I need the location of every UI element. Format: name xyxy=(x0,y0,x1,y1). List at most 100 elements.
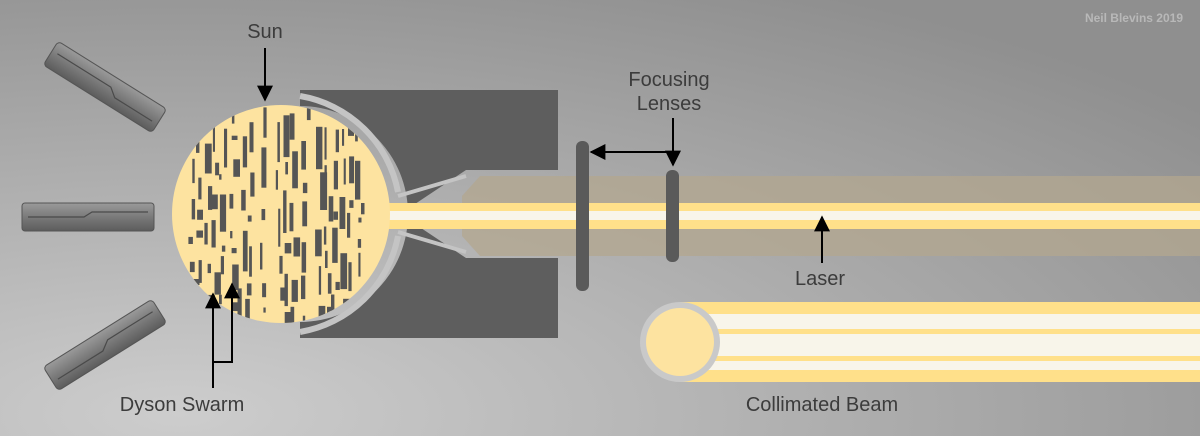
swarm-satellite xyxy=(211,220,216,248)
swarm-satellite xyxy=(324,127,327,160)
swarm-satellite xyxy=(318,305,326,322)
swarm-satellite xyxy=(250,172,255,197)
laser-beam-center xyxy=(386,211,1200,220)
swarm-satellite xyxy=(219,174,222,180)
swarm-satellite xyxy=(285,162,288,175)
collector-housing xyxy=(300,90,558,338)
swarm-satellite xyxy=(214,272,221,295)
swarm-satellite xyxy=(241,189,246,211)
swarm-satellite xyxy=(302,315,306,323)
swarm-satellite xyxy=(189,261,195,273)
swarm-satellite xyxy=(290,306,295,323)
swarm-satellite xyxy=(232,264,239,291)
swarm-satellite xyxy=(292,151,298,189)
swarm-satellite xyxy=(263,107,267,138)
swarm-satellite xyxy=(293,237,301,257)
swarm-satellite xyxy=(279,255,283,274)
swarm-satellite xyxy=(207,263,211,274)
swarm-satellite xyxy=(355,160,361,200)
swarm-satellite xyxy=(249,122,254,153)
swarm-panel-upper xyxy=(44,42,166,132)
focusing-lens-1 xyxy=(576,141,589,291)
swarm-satellite xyxy=(219,194,227,232)
swarm-satellite xyxy=(191,199,196,220)
dyson-swarm-satellites xyxy=(188,105,365,323)
swarm-satellite xyxy=(247,215,252,222)
swarm-satellite xyxy=(261,147,267,188)
swarm-satellite xyxy=(249,246,252,277)
swarm-satellite xyxy=(331,294,335,315)
swarm-satellite xyxy=(278,208,281,247)
sun-label: Sun xyxy=(247,21,283,43)
swarm-satellite xyxy=(291,279,298,302)
swarm-satellite xyxy=(188,236,193,244)
swarm-satellite xyxy=(211,194,218,210)
housing-nozzle-rim xyxy=(397,174,467,254)
swarm-satellite xyxy=(245,298,250,323)
swarm-satellite xyxy=(192,158,195,184)
swarm-satellite xyxy=(198,260,202,283)
swarm-satellite xyxy=(229,193,234,209)
swarm-satellite xyxy=(301,141,306,170)
swarm-satellite xyxy=(339,197,346,229)
swarm-satellite xyxy=(355,133,358,142)
swarm-satellite xyxy=(263,307,266,313)
swarm-arrow-right xyxy=(212,282,240,388)
swarm-satellite xyxy=(220,256,224,275)
swarm-satellite xyxy=(340,253,348,290)
swarm-satellite xyxy=(284,273,288,307)
swarm-satellite xyxy=(320,172,328,210)
swarm-satellite xyxy=(215,162,220,176)
housing-rim-top xyxy=(299,93,401,193)
collimated-beam-label: Collimated Beam xyxy=(746,394,898,416)
swarm-satellite xyxy=(328,196,334,222)
dyson-swarm-label: Dyson Swarm xyxy=(120,394,244,416)
swarm-satellite xyxy=(361,203,365,215)
swarm-satellite xyxy=(212,125,215,152)
swarm-satellite xyxy=(224,128,228,168)
swarm-satellite xyxy=(327,273,332,294)
swarm-satellite xyxy=(262,283,267,298)
swarm-satellite xyxy=(283,115,290,158)
swarm-satellite xyxy=(219,294,222,305)
swarm-satellite xyxy=(237,288,242,323)
swarm-satellite xyxy=(246,283,252,296)
swarm-satellite xyxy=(192,279,200,285)
swarm-satellite xyxy=(204,222,208,245)
swarm-satellite xyxy=(347,212,351,238)
swarm-satellite xyxy=(302,201,308,227)
swarm-satellite xyxy=(233,159,240,177)
swarm-satellite xyxy=(358,252,361,277)
swarm-satellite xyxy=(357,239,362,248)
swarm-satellite xyxy=(198,177,202,200)
swarm-satellite xyxy=(315,229,322,257)
swarm-satellite xyxy=(242,230,248,272)
swarm-satellite xyxy=(275,170,278,190)
focusing-lenses-label-line2: Lenses xyxy=(637,93,702,115)
swarm-satellite xyxy=(289,113,295,140)
swarm-satellite xyxy=(289,202,294,232)
swarm-satellite xyxy=(301,242,307,273)
collimated-beam xyxy=(640,302,1200,382)
swarm-satellite xyxy=(301,275,306,300)
swarm-satellite xyxy=(230,231,233,239)
swarm-panel-middle xyxy=(21,202,155,232)
swarm-satellite xyxy=(231,248,237,254)
focusing-lens-2 xyxy=(666,170,679,262)
swarm-satellite xyxy=(242,136,248,168)
swarm-satellite xyxy=(316,126,323,170)
swarm-satellite xyxy=(208,186,213,210)
swarm-satellite xyxy=(342,129,345,146)
laser-label: Laser xyxy=(795,268,845,290)
swarm-satellite xyxy=(204,143,212,174)
swarm-satellite xyxy=(196,230,203,238)
swarm-satellite xyxy=(335,281,340,290)
swarm-satellite xyxy=(284,312,292,323)
swarm-panel-lower xyxy=(44,300,166,390)
swarm-satellite xyxy=(260,242,263,270)
swarm-satellite xyxy=(349,200,354,208)
swarm-satellite xyxy=(332,227,338,263)
swarm-satellite xyxy=(318,266,322,295)
